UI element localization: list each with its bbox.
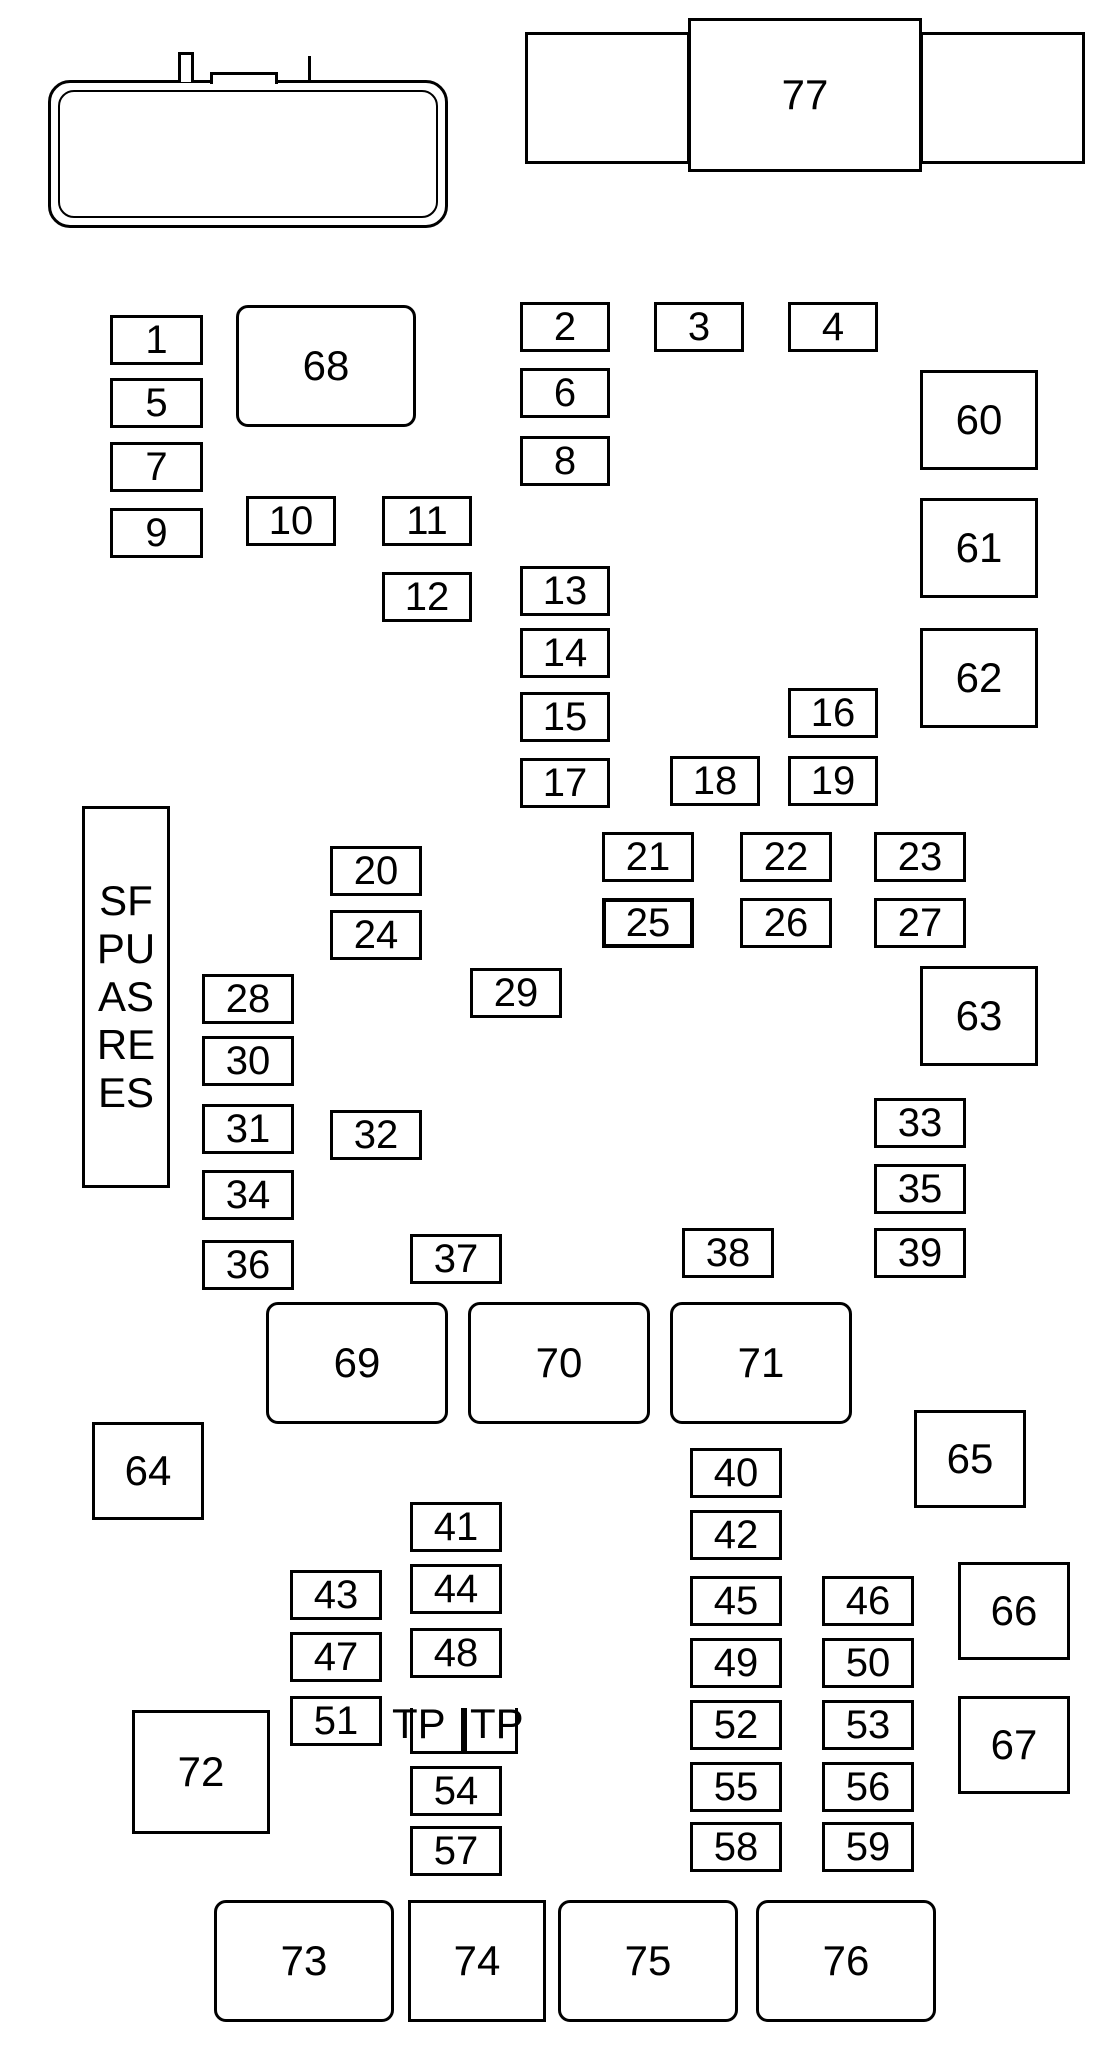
relay-65: 65 bbox=[914, 1410, 1026, 1508]
fuse-31: 31 bbox=[202, 1104, 294, 1154]
fuse-3: 3 bbox=[654, 302, 744, 352]
relay-64: 64 bbox=[92, 1422, 204, 1520]
fuse-12: 12 bbox=[382, 572, 472, 622]
relay-66: 66 bbox=[958, 1562, 1070, 1660]
fuse-57: 57 bbox=[410, 1826, 502, 1876]
fuse-23: 23 bbox=[874, 832, 966, 882]
fuse-34: 34 bbox=[202, 1170, 294, 1220]
relay-68: 68 bbox=[236, 305, 416, 427]
fuse-49: 49 bbox=[690, 1638, 782, 1688]
fuse-11: 11 bbox=[382, 496, 472, 546]
relay-63: 63 bbox=[920, 966, 1038, 1066]
connector-77: 77 bbox=[688, 18, 922, 172]
fuse-20: 20 bbox=[330, 846, 422, 896]
relay-73: 73 bbox=[214, 1900, 394, 2022]
fuse-58: 58 bbox=[690, 1822, 782, 1872]
fuse-24: 24 bbox=[330, 910, 422, 960]
fuse-21: 21 bbox=[602, 832, 694, 882]
fuse-5: 5 bbox=[110, 378, 203, 428]
connector-inner bbox=[58, 90, 438, 218]
fuse-13: 13 bbox=[520, 566, 610, 616]
fuse-50: 50 bbox=[822, 1638, 914, 1688]
fuse-18: 18 bbox=[670, 756, 760, 806]
relay-61: 61 bbox=[920, 498, 1038, 598]
fuse-48: 48 bbox=[410, 1628, 502, 1678]
fuse-19: 19 bbox=[788, 756, 878, 806]
fuse-14: 14 bbox=[520, 628, 610, 678]
fuse-30: 30 bbox=[202, 1036, 294, 1086]
fuse-43: 43 bbox=[290, 1570, 382, 1620]
fuse-25: 25 bbox=[602, 898, 694, 948]
fuse-37: 37 bbox=[410, 1234, 502, 1284]
fuse-38: 38 bbox=[682, 1228, 774, 1278]
test-point-2 bbox=[464, 1708, 518, 1754]
fuse-40: 40 bbox=[690, 1448, 782, 1498]
fuse-4: 4 bbox=[788, 302, 878, 352]
connector-notch bbox=[210, 72, 278, 84]
fuse-42: 42 bbox=[690, 1510, 782, 1560]
fuse-36: 36 bbox=[202, 1240, 294, 1290]
fuse-9: 9 bbox=[110, 508, 203, 558]
fuse-39: 39 bbox=[874, 1228, 966, 1278]
fuse-46: 46 bbox=[822, 1576, 914, 1626]
tp-label-2: TP bbox=[470, 1700, 524, 1747]
fuse-29: 29 bbox=[470, 968, 562, 1018]
relay-75: 75 bbox=[558, 1900, 738, 2022]
fuse-28: 28 bbox=[202, 974, 294, 1024]
fuse-27: 27 bbox=[874, 898, 966, 948]
fuse-8: 8 bbox=[520, 436, 610, 486]
fuse-35: 35 bbox=[874, 1164, 966, 1214]
fuse-26: 26 bbox=[740, 898, 832, 948]
fuse-6: 6 bbox=[520, 368, 610, 418]
relay-74: 74 bbox=[408, 1900, 546, 2022]
fuse-7: 7 bbox=[110, 442, 203, 492]
fuse-56: 56 bbox=[822, 1762, 914, 1812]
fuse-10: 10 bbox=[246, 496, 336, 546]
fuse-17: 17 bbox=[520, 758, 610, 808]
fuse-52: 52 bbox=[690, 1700, 782, 1750]
test-point-1 bbox=[410, 1708, 464, 1754]
fuse-41: 41 bbox=[410, 1502, 502, 1552]
fuse-15: 15 bbox=[520, 692, 610, 742]
fuse-55: 55 bbox=[690, 1762, 782, 1812]
tp-label-1: TP bbox=[392, 1700, 446, 1747]
fuse-33: 33 bbox=[874, 1098, 966, 1148]
fuse-53: 53 bbox=[822, 1700, 914, 1750]
relay-62: 62 bbox=[920, 628, 1038, 728]
fuse-32: 32 bbox=[330, 1110, 422, 1160]
relay-72: 72 bbox=[132, 1710, 270, 1834]
connector-tab-right bbox=[308, 56, 311, 82]
fuse-59: 59 bbox=[822, 1822, 914, 1872]
relay-70: 70 bbox=[468, 1302, 650, 1424]
relay-67: 67 bbox=[958, 1696, 1070, 1794]
relay-76: 76 bbox=[756, 1900, 936, 2022]
relay-60: 60 bbox=[920, 370, 1038, 470]
fuse-1: 1 bbox=[110, 315, 203, 365]
connector-77-right bbox=[920, 32, 1085, 164]
connector-77-left bbox=[525, 32, 690, 164]
fuse-51: 51 bbox=[290, 1696, 382, 1746]
connector-tab-left bbox=[178, 52, 194, 82]
relay-71: 71 bbox=[670, 1302, 852, 1424]
fuse-47: 47 bbox=[290, 1632, 382, 1682]
fuse-2: 2 bbox=[520, 302, 610, 352]
spare-fuses-label: SF PU AS RE ES bbox=[82, 806, 170, 1188]
fuse-22: 22 bbox=[740, 832, 832, 882]
relay-69: 69 bbox=[266, 1302, 448, 1424]
fuse-45: 45 bbox=[690, 1576, 782, 1626]
label-77: 77 bbox=[781, 71, 829, 118]
fuse-54: 54 bbox=[410, 1766, 502, 1816]
fuse-16: 16 bbox=[788, 688, 878, 738]
fuse-44: 44 bbox=[410, 1564, 502, 1614]
